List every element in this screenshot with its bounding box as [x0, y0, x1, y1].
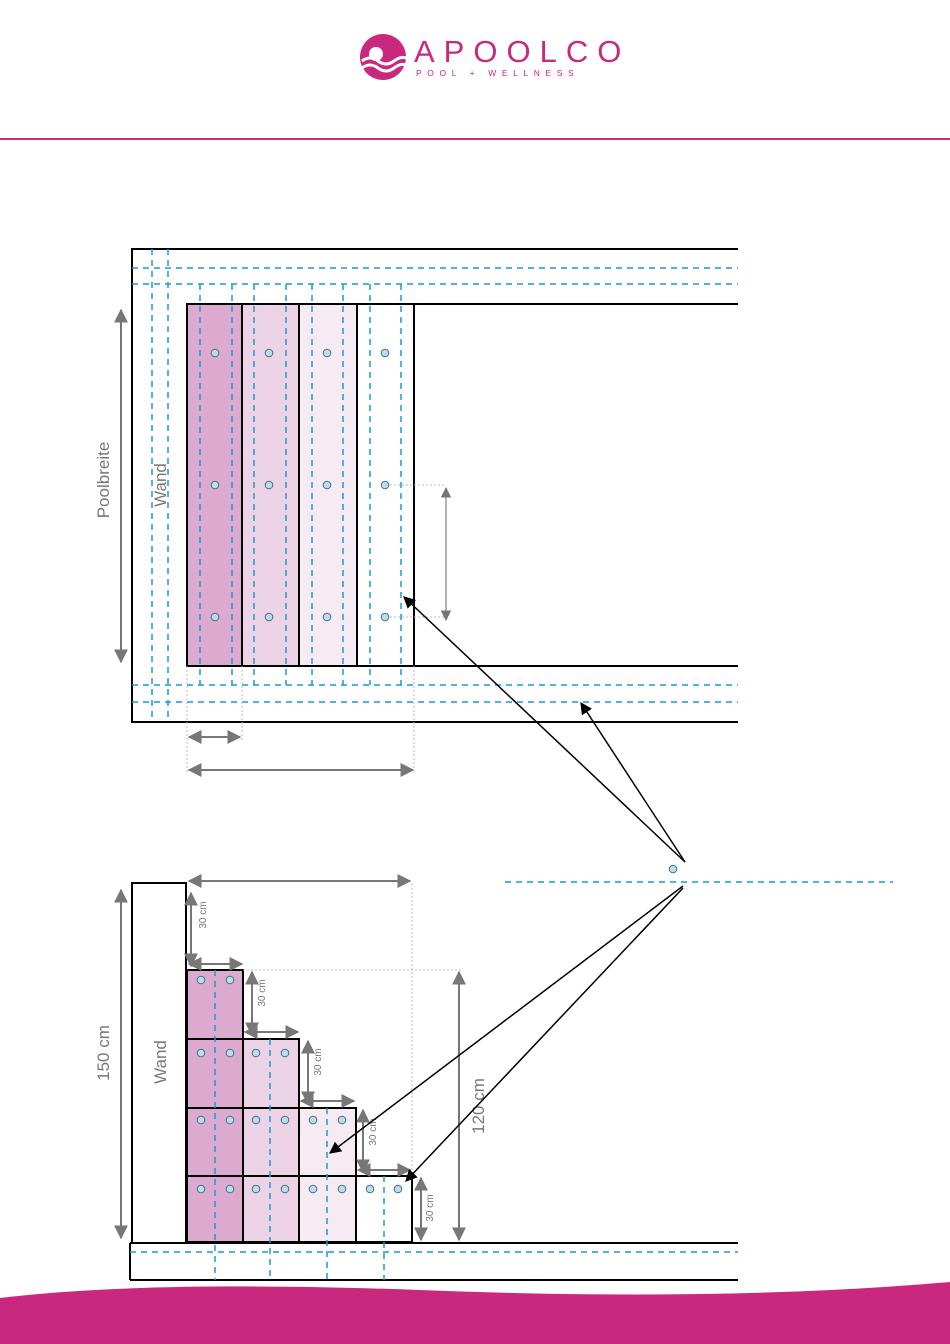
- top-wall-label: Wand: [151, 463, 170, 507]
- side-depth-label: 120 cm: [469, 1078, 488, 1134]
- step-height-label-5: 30 cm: [425, 1194, 436, 1221]
- pool-width-label: Poolbreite: [94, 442, 113, 519]
- side-wall-label: Wand: [151, 1040, 170, 1084]
- top-view: Poolbreite Wand: [94, 249, 738, 774]
- footer-wave: [0, 1280, 950, 1344]
- step-height-label-1: 30 cm: [198, 901, 209, 928]
- step-height-label-2: 30 cm: [257, 979, 268, 1006]
- step-height-label-3: 30 cm: [313, 1048, 324, 1075]
- side-step-blocks: [187, 970, 412, 1242]
- side-height-label: 150 cm: [94, 1025, 113, 1081]
- side-view: 150 cm Wand 120 cm 30 cm 30 cm 30 cm 30 …: [94, 865, 893, 1280]
